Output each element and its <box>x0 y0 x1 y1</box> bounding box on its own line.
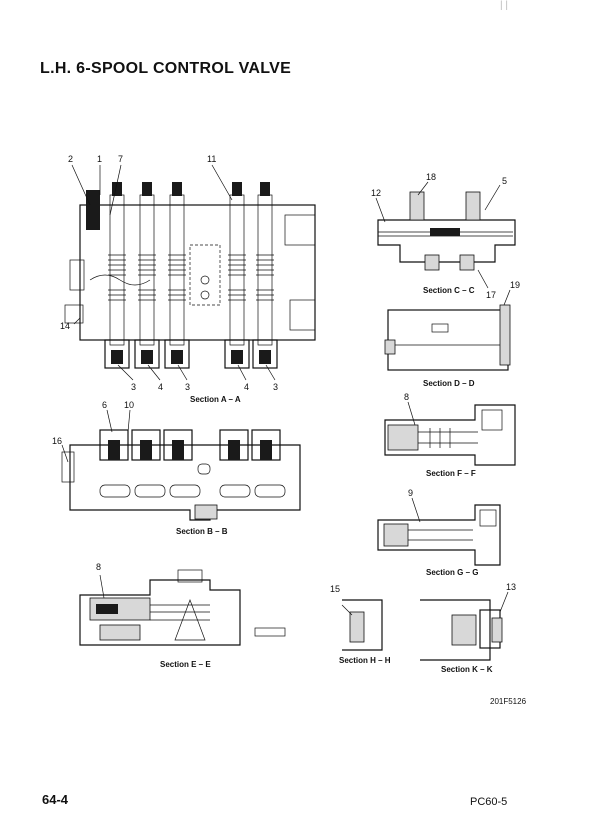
section-ff-label: Section F – F <box>426 469 476 478</box>
callout-3b: 3 <box>185 382 190 392</box>
callout-5: 5 <box>502 176 507 186</box>
section-ee-drawing <box>79 569 286 646</box>
section-kk-label: Section K – K <box>441 665 493 674</box>
section-hh-drawing <box>341 599 383 651</box>
callout-2: 2 <box>68 154 73 164</box>
figure-code: 201F5126 <box>490 697 527 706</box>
section-cc-drawing <box>375 181 516 289</box>
callout-8-ee: 8 <box>96 562 101 572</box>
section-bb-label: Section B – B <box>176 527 228 536</box>
section-cc-label: Section C – C <box>423 286 475 295</box>
callout-11: 11 <box>207 154 216 164</box>
section-dd-drawing <box>384 289 511 371</box>
callout-19: 19 <box>510 280 520 290</box>
model-code: PC60-5 <box>470 796 508 808</box>
callout-3c: 3 <box>273 382 278 392</box>
callout-8-ff: 8 <box>404 392 409 402</box>
callout-16: 16 <box>52 436 62 446</box>
section-ff-drawing <box>384 401 516 466</box>
callout-3a: 3 <box>131 382 136 392</box>
callout-17: 17 <box>486 290 496 300</box>
page-number: 64-4 <box>42 792 69 807</box>
callout-4b: 4 <box>244 382 249 392</box>
callout-12: 12 <box>371 188 381 198</box>
callout-13: 13 <box>506 582 516 592</box>
callout-15: 15 <box>330 584 340 594</box>
section-dd-label: Section D – D <box>423 379 475 388</box>
callout-14: 14 <box>60 321 70 331</box>
section-gg-label: Section G – G <box>426 568 478 577</box>
section-hh-label: Section H – H <box>339 656 391 665</box>
page-title: L.H. 6-SPOOL CONTROL VALVE <box>40 60 292 77</box>
section-ee-label: Section E – E <box>160 660 211 669</box>
callout-1: 1 <box>97 154 102 164</box>
callout-7: 7 <box>118 154 123 164</box>
callout-9: 9 <box>408 488 413 498</box>
section-bb-drawing <box>61 409 301 521</box>
callout-4a: 4 <box>158 382 163 392</box>
callout-18: 18 <box>426 172 436 182</box>
section-gg-drawing <box>377 497 501 566</box>
top-margin-mark: | | <box>500 0 508 11</box>
section-aa-label: Section A – A <box>190 395 241 404</box>
section-kk-drawing <box>420 591 509 661</box>
callout-10: 10 <box>124 400 134 410</box>
callout-6: 6 <box>102 400 107 410</box>
section-aa-drawing <box>64 164 316 381</box>
